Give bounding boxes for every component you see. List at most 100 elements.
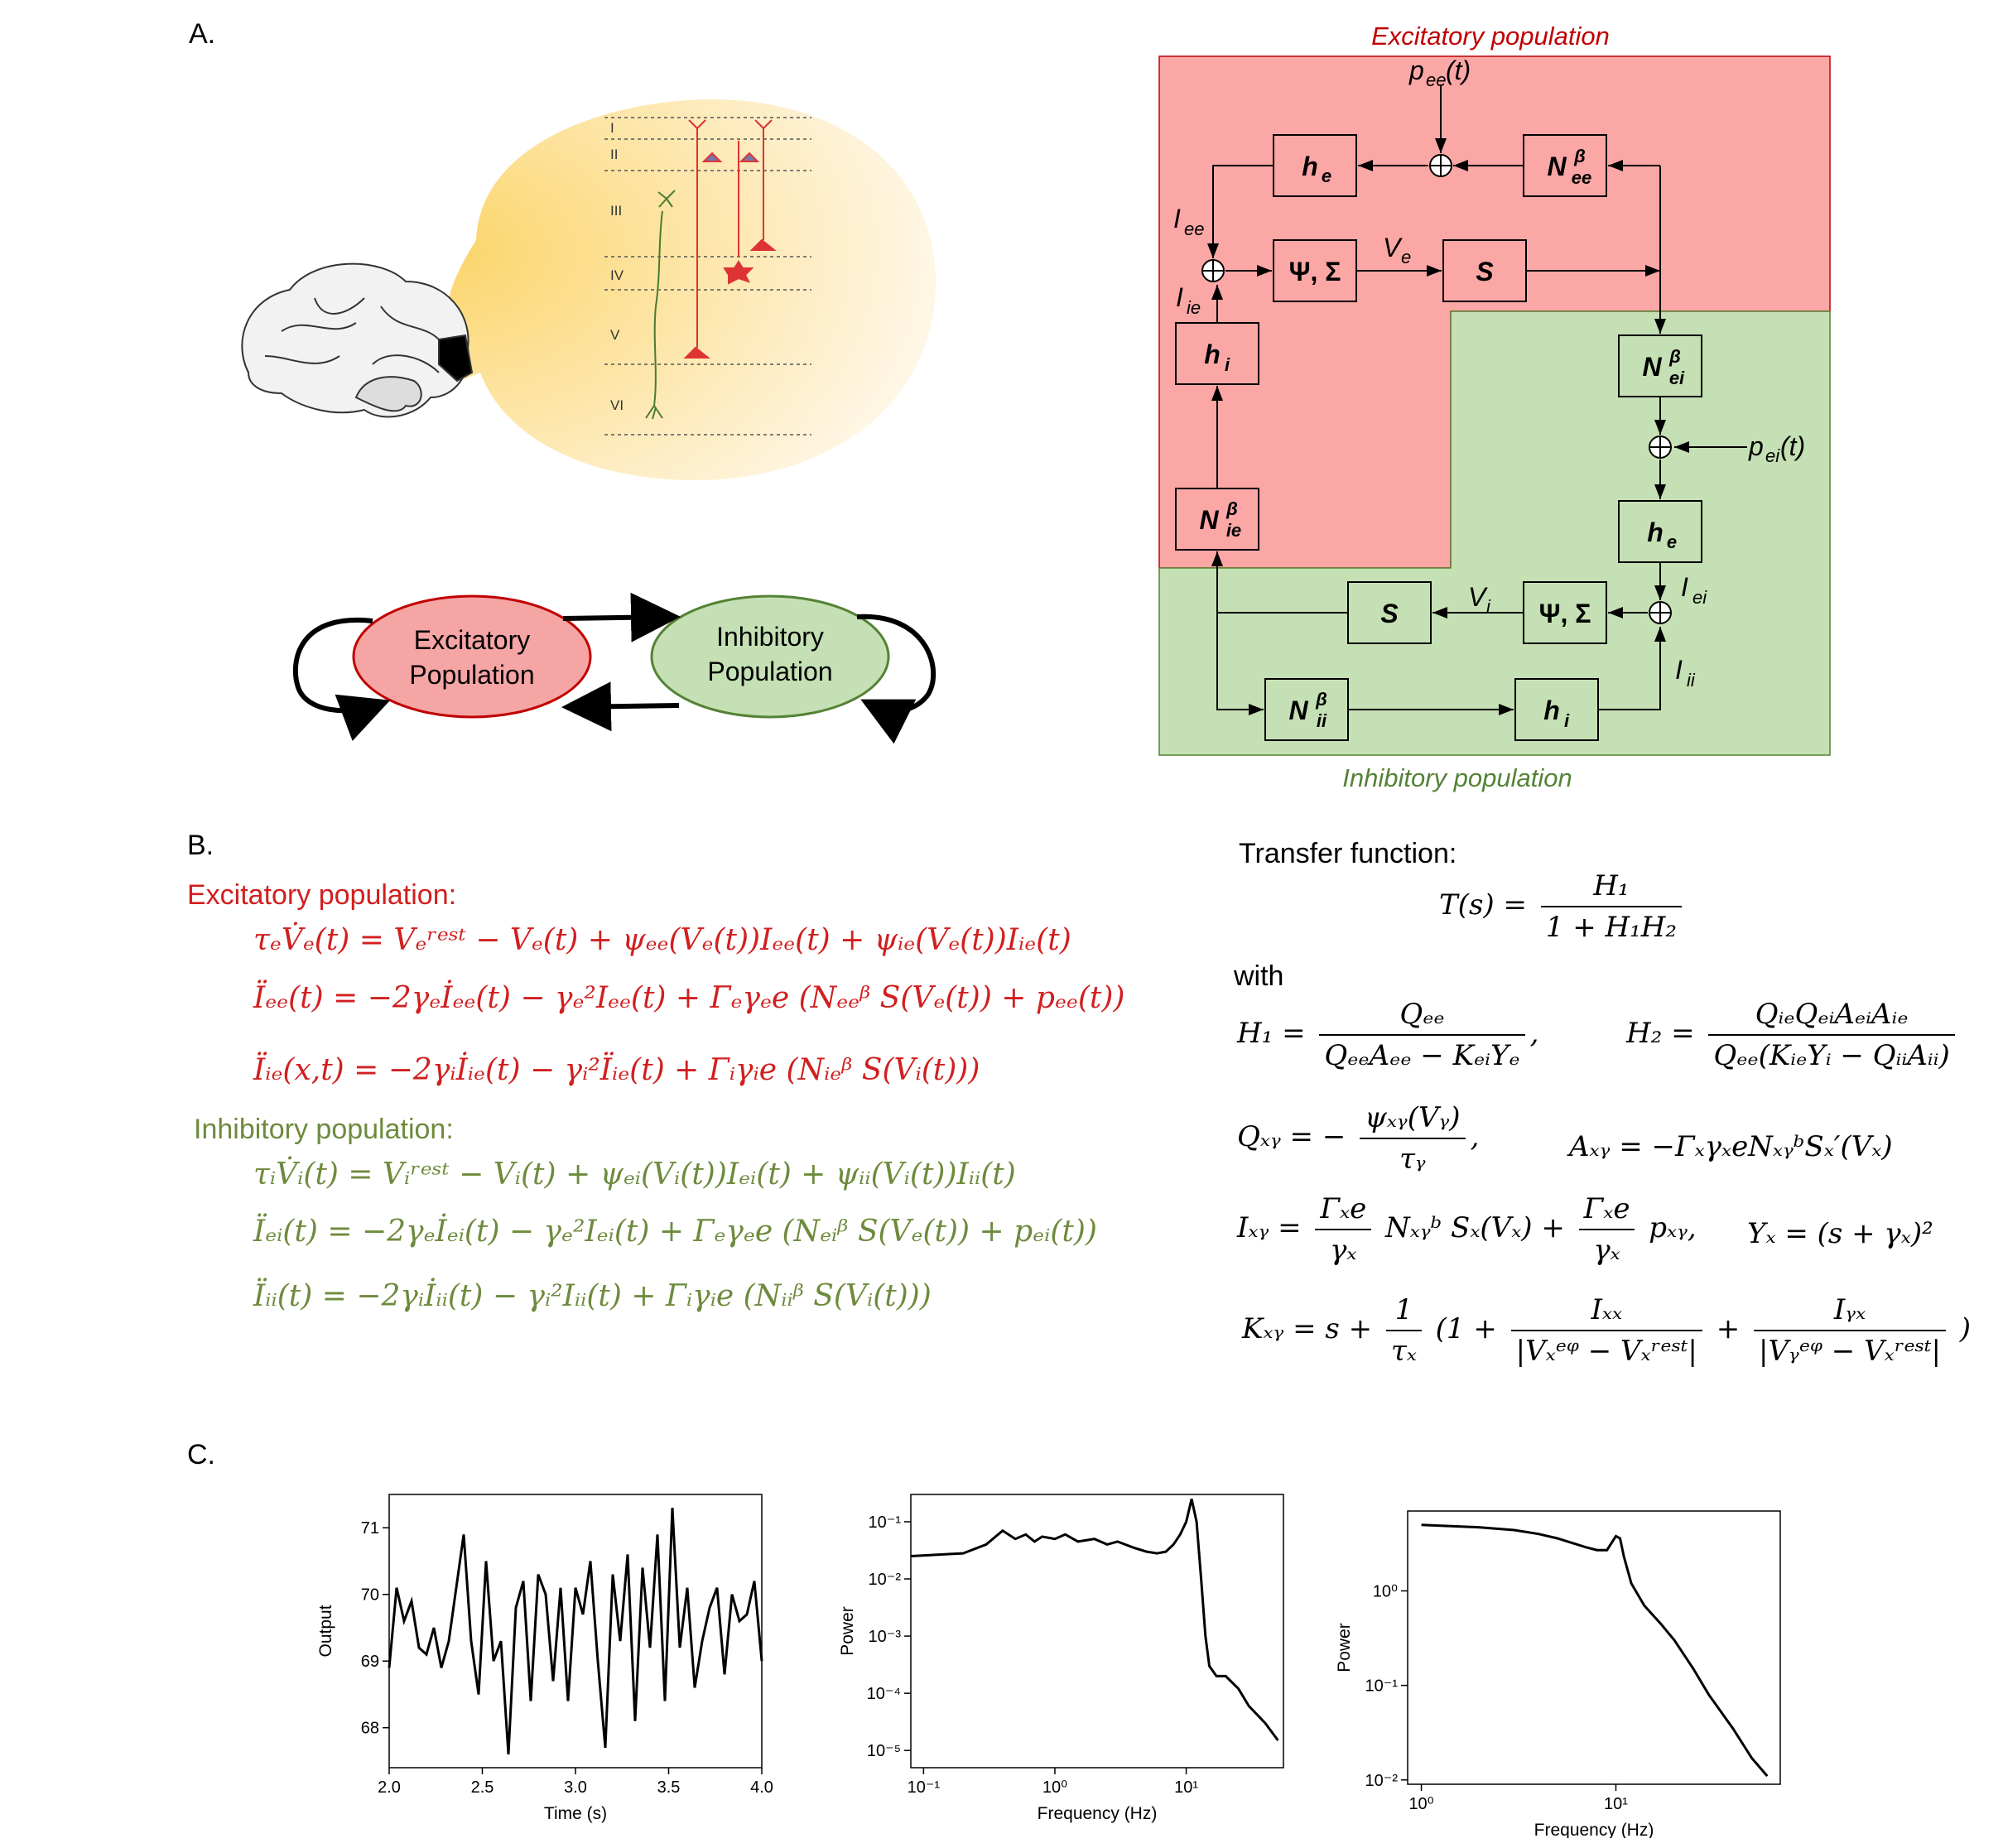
layer-label: VI: [610, 397, 624, 413]
block-Nei: [1618, 334, 1702, 397]
x-axis-label: Frequency (Hz): [1038, 1804, 1158, 1823]
subscript: ee: [1572, 167, 1591, 188]
series-line: [388, 1508, 763, 1754]
cortex-illustration: I II III IV V VI: [241, 99, 936, 480]
x-tick-label: 2.5: [471, 1778, 494, 1797]
pyramidal-neurons: [683, 119, 777, 359]
exc-to-inh-arrow: [562, 592, 681, 642]
numerator: ψₓᵧ(Vᵧ): [1365, 1101, 1461, 1134]
brain-icon: [241, 262, 474, 418]
panel-letter-a: A.: [189, 18, 216, 50]
block-label-Nee: N: [1547, 152, 1567, 181]
y-tick-label: 10⁻³: [869, 1628, 902, 1646]
block-label-he-top: h: [1302, 152, 1318, 181]
subscript: ei: [1765, 445, 1780, 466]
series-line: [910, 1499, 1279, 1741]
excitatory-region-title: Excitatory population: [1371, 22, 1610, 51]
numerator: Γₓe: [1320, 1192, 1367, 1225]
interneuron: [645, 190, 676, 420]
superscript: β: [1225, 498, 1238, 519]
block-label-hi-bottom: h: [1543, 695, 1560, 725]
block-label-he-right: h: [1647, 517, 1664, 547]
subscript: e: [1401, 247, 1411, 267]
paren-t: (t): [1780, 431, 1805, 461]
denominator: 1 + H₁H₂: [1540, 906, 1683, 944]
x-tick-label: 10¹: [1174, 1778, 1198, 1797]
subscript: i: [1486, 596, 1491, 617]
block-S-e: [1442, 239, 1527, 302]
signal-pei: p: [1748, 431, 1764, 461]
denominator: QₑₑAₑₑ − KₑᵢYₑ: [1319, 1034, 1525, 1072]
superscript: β: [1668, 346, 1681, 367]
denominator: |Vᵧᵉᵠ − Vₓʳᵉˢᵗ|: [1754, 1330, 1946, 1368]
equation-exc-2: Ïₑₑ(t) = −2γₑİₑₑ(t) − γₑ²Iₑₑ(t) + Γₑγₑe …: [253, 981, 1125, 1015]
block-label-psi-e: Ψ, Σ: [1289, 257, 1341, 286]
H2-lhs: H₂ =: [1626, 1017, 1695, 1050]
subscript: ii: [1687, 670, 1696, 691]
y-axis-label: Power: [1335, 1623, 1354, 1672]
x-tick-label: 3.5: [657, 1778, 681, 1797]
equation-exc-3: Ïᵢₑ(x,t) = −2γᵢİᵢₑ(t) − γᵢ²Ïᵢₑ(t) + Γᵢγᵢ…: [253, 1053, 980, 1087]
inhibitory-ellipse: [650, 594, 890, 719]
T-lhs: T(s) =: [1439, 888, 1527, 922]
denominator: τᵧ: [1360, 1138, 1466, 1176]
transfer-function-title: Transfer function:: [1239, 838, 1457, 869]
inhibitory-region-title: Inhibitory population: [1342, 763, 1572, 792]
K-close: ): [1959, 1312, 1972, 1345]
label-line: Population: [409, 660, 535, 690]
I-mid: Nₓᵧᵇ Sₓ(Vₓ) +: [1385, 1211, 1565, 1244]
y-tick-label: 70: [361, 1586, 379, 1605]
superscript: β: [1315, 689, 1327, 710]
Q-lhs: Qₓᵧ = −: [1237, 1120, 1346, 1153]
excitatory-population-label: Excitatory Population: [364, 623, 580, 692]
label-line: Inhibitory: [716, 622, 824, 652]
subscript: ee: [1184, 219, 1204, 239]
axes-frame: [910, 1494, 1284, 1769]
subscript: e: [1322, 166, 1331, 186]
subscript: ie: [1226, 520, 1241, 541]
series-line: [1421, 1523, 1769, 1778]
block-psi-e: [1273, 239, 1357, 302]
denominator: Qₑₑ(KᵢₑYᵢ − QᵢᵢAᵢᵢ): [1708, 1034, 1955, 1072]
equation-A: Aₓᵧ = −ΓₓγₓeNₓᵧᵇSₓ′(Vₓ): [1569, 1130, 1893, 1163]
y-tick-label: 10⁻⁵: [867, 1742, 901, 1760]
paren-t: (t): [1446, 55, 1471, 85]
block-label-S-e: S: [1476, 257, 1494, 286]
equation-exc-1: τₑV̇ₑ(t) = Vₑʳᵉˢᵗ − Vₑ(t) + ψₑₑ(Vₑ(t))Iₑ…: [253, 923, 1071, 957]
fraction: Iᵧₓ|Vᵧᵉᵠ − Vₓʳᵉˢᵗ|: [1754, 1293, 1946, 1368]
I-lhs: Iₓᵧ =: [1237, 1211, 1302, 1244]
equation-inh-3: Ïᵢᵢ(t) = −2γᵢİᵢᵢ(t) − γᵢ²Iᵢᵢ(t) + Γᵢγᵢe …: [253, 1279, 932, 1313]
numerator: 1: [1394, 1293, 1413, 1326]
block-label-hi-left: h: [1204, 339, 1221, 369]
block-psi-i: [1523, 581, 1607, 644]
x-tick-label: 10⁻¹: [908, 1778, 941, 1797]
numerator: Γₓe: [1583, 1192, 1630, 1225]
K-open: (1 +: [1435, 1312, 1497, 1345]
layer-label: I: [610, 120, 614, 136]
H1-lhs: H₁ =: [1237, 1017, 1306, 1050]
inhibitory-population-label: Inhibitory Population: [662, 619, 878, 689]
layer-label: III: [610, 203, 622, 219]
signal-Iee: I: [1173, 204, 1181, 233]
with-label: with: [1234, 960, 1284, 992]
axes-frame: [388, 1494, 763, 1769]
layer-label: IV: [610, 267, 624, 283]
y-tick-label: 69: [361, 1653, 379, 1671]
exc-self-loop: [292, 617, 391, 741]
signal-Iie: I: [1176, 282, 1183, 312]
y-tick-label: 10⁻¹: [1365, 1677, 1399, 1696]
signal-Vi: V: [1468, 582, 1488, 612]
denominator: |Vₓᵉᵠ − Vₓʳᵉˢᵗ|: [1510, 1330, 1702, 1368]
K-lhs: Kₓᵧ = s +: [1242, 1312, 1373, 1345]
inhibitory-equations-title: Inhibitory population:: [194, 1114, 454, 1145]
